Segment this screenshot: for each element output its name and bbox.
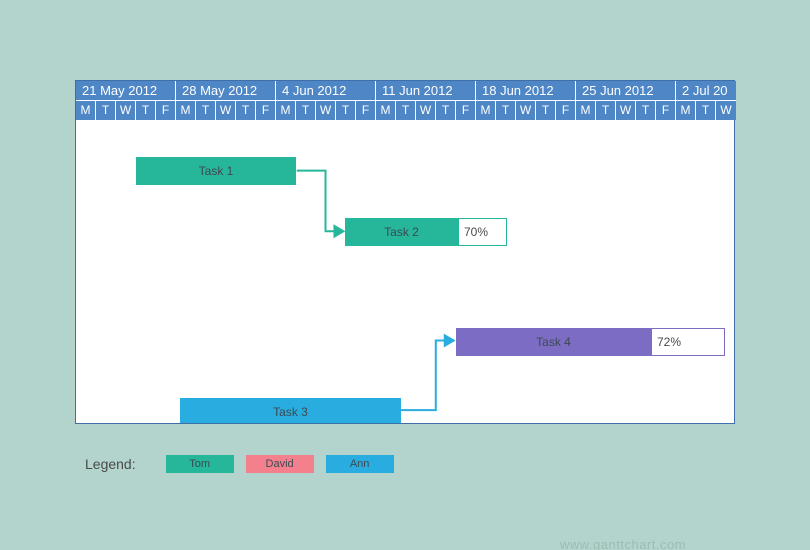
timescale-day-cell: W <box>416 101 436 120</box>
timescale-day-cell: T <box>236 101 256 120</box>
legend-swatch-label: Ann <box>349 458 370 470</box>
timescale-day-cell: T <box>636 101 656 120</box>
dependency-link-path <box>296 169 335 233</box>
timescale-day-cell: M <box>376 101 396 120</box>
timescale-day-cell: M <box>276 101 296 120</box>
watermark-text: www.ganttchart.com <box>560 537 687 550</box>
timescale-day-cell: W <box>116 101 136 120</box>
timescale-day-cell: F <box>356 101 376 120</box>
timescale-week-cell: 21 May 2012 <box>76 81 176 101</box>
timescale-week-cell: 11 Jun 2012 <box>376 81 476 101</box>
timescale-day-cell: T <box>696 101 716 120</box>
legend-swatch-label: David <box>265 458 294 470</box>
legend-swatch-label: Tom <box>189 458 210 470</box>
timescale-day-cell: F <box>556 101 576 120</box>
timescale-day-cell: W <box>216 101 236 120</box>
timescale-day-cell: T <box>296 101 316 120</box>
dependency-link-path <box>401 339 445 412</box>
dependency-link-arrowhead <box>333 224 346 239</box>
timescale-day-cell: F <box>456 101 476 120</box>
legend: Legend: Tom David Ann <box>75 444 735 484</box>
task-progress-box[interactable]: 72% <box>651 328 725 356</box>
timescale-week-cell: 2 Jul 20 <box>676 81 736 101</box>
timescale-day-cell: T <box>496 101 516 120</box>
watermark: www.ganttchart.com <box>0 528 810 550</box>
task-bar[interactable]: Task 1 <box>136 157 296 185</box>
legend-items: Tom David Ann <box>165 455 406 473</box>
dependency-link-arrowhead <box>443 333 456 348</box>
task-bar[interactable]: Task 3 <box>180 398 401 423</box>
legend-swatch[interactable]: Tom <box>165 455 234 473</box>
timescale-week-cell: 18 Jun 2012 <box>476 81 576 101</box>
timescale-day-cell: M <box>676 101 696 120</box>
timescale-week-cell: 4 Jun 2012 <box>276 81 376 101</box>
task-progress-box[interactable]: 70% <box>458 218 507 246</box>
timescale-day-cell: T <box>436 101 456 120</box>
task-bar[interactable]: Task 4 <box>456 328 651 356</box>
timescale-day-cell: T <box>536 101 556 120</box>
timescale-week-cell: 28 May 2012 <box>176 81 276 101</box>
legend-swatch[interactable]: David <box>245 455 314 473</box>
timescale-day-cell: W <box>316 101 336 120</box>
timescale-day-cell: T <box>396 101 416 120</box>
timescale-day-cell: T <box>196 101 216 120</box>
task-bar[interactable]: Task 2 <box>345 218 458 246</box>
timescale-week-cell: 25 Jun 2012 <box>576 81 676 101</box>
timescale-day-cell: T <box>336 101 356 120</box>
timescale-day-cell: M <box>76 101 96 120</box>
timescale-day-cell: T <box>136 101 156 120</box>
task-bar-label: Task 3 <box>273 405 308 419</box>
timescale-day-cell: F <box>256 101 276 120</box>
timescale-day-cell: F <box>156 101 176 120</box>
task-bar-label: Task 1 <box>198 164 234 178</box>
timescale-day-cell: M <box>176 101 196 120</box>
timescale-day-cell: W <box>616 101 636 120</box>
timescale-day-cell: F <box>656 101 676 120</box>
legend-title: Legend: <box>85 456 136 472</box>
task-bar-label: Task 2 <box>384 225 419 239</box>
timescale-day-cell: M <box>476 101 496 120</box>
timescale-day-cell: T <box>96 101 116 120</box>
legend-swatch[interactable]: Ann <box>325 455 394 473</box>
task-progress-label: 72% <box>657 335 682 349</box>
task-bar-label: Task 4 <box>536 335 571 349</box>
timescale-day-cell: W <box>716 101 736 120</box>
timescale-day-cell: W <box>516 101 536 120</box>
timescale-day-cell: M <box>576 101 596 120</box>
timescale-day-cell: T <box>596 101 616 120</box>
task-progress-label: 70% <box>464 225 489 239</box>
gantt-canvas: Task 1 Task 2 70% Task 3 Task 4 72% <box>76 120 734 423</box>
